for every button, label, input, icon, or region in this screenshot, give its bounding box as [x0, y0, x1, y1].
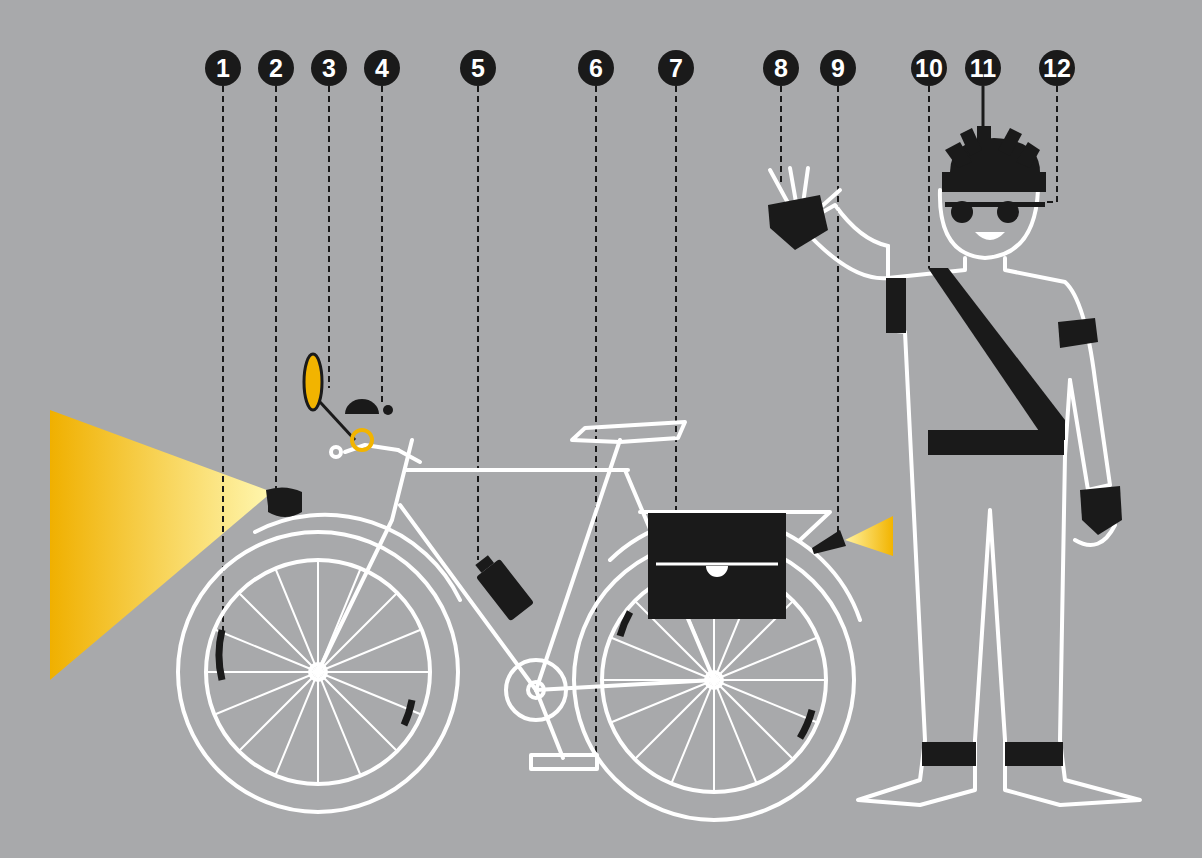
callout-number: 1: [205, 50, 241, 86]
bottle-cap: [475, 555, 494, 573]
leader-line: [837, 86, 839, 540]
seat-tube: [536, 440, 620, 690]
pedal: [531, 755, 597, 769]
fork: [318, 440, 412, 672]
callout-number: 10: [911, 50, 947, 86]
helmet-vent: [1016, 142, 1040, 168]
sunglasses-frame: [945, 202, 1045, 207]
rear-light-beam: [845, 516, 893, 556]
leader-line: [275, 86, 277, 490]
cyclist: [770, 168, 1140, 805]
leader-line: [675, 86, 677, 515]
body-outline: [858, 246, 1140, 805]
pannier: [648, 513, 786, 619]
spoke-reflector: [620, 612, 630, 636]
ankle-band: [1005, 742, 1063, 766]
handlebar: [398, 450, 420, 462]
callout-number: 3: [311, 50, 347, 86]
rear-light: [812, 530, 846, 554]
leader-line: [780, 86, 782, 185]
head: [940, 190, 1038, 258]
callout-number: 9: [820, 50, 856, 86]
bell: [345, 399, 379, 414]
brake-lever: [331, 447, 341, 457]
callout-number: 11: [965, 50, 1001, 86]
glove: [1080, 486, 1122, 535]
leader-line: [477, 86, 479, 560]
sash: [928, 268, 1065, 440]
reflective-gear: [768, 126, 1122, 766]
down-tube: [400, 505, 536, 690]
leader-line: [928, 86, 930, 268]
pannier-clasp: [706, 566, 728, 577]
headlight: [266, 487, 302, 506]
callout-number: 6: [578, 50, 614, 86]
callout-number: 8: [763, 50, 799, 86]
leader-line: [381, 86, 383, 402]
callout-number: 5: [460, 50, 496, 86]
callout-number: 4: [364, 50, 400, 86]
spoke-reflector: [404, 700, 412, 725]
ankle-band: [922, 742, 976, 766]
reflectors: [219, 612, 812, 738]
spoke-reflector: [219, 630, 222, 680]
callout-number: 7: [658, 50, 694, 86]
water-bottle: [470, 551, 534, 621]
smile: [975, 232, 1005, 240]
bell-mount: [352, 430, 372, 450]
saddle: [572, 422, 685, 442]
armband: [1058, 318, 1098, 348]
mirror: [304, 354, 322, 410]
leader-line: [595, 86, 597, 762]
helmet: [942, 172, 1046, 192]
helmet-vent: [998, 128, 1022, 156]
glove: [768, 195, 828, 250]
pannier-flap: [656, 563, 778, 566]
crank: [536, 690, 563, 758]
leader-line: [222, 86, 224, 635]
helmet-vent: [960, 128, 982, 156]
leader-line: [328, 86, 330, 388]
bicycle: [178, 422, 860, 820]
armband: [886, 278, 906, 333]
callout-number: 12: [1039, 50, 1075, 86]
top-tube: [405, 468, 628, 472]
bell-lever: [383, 405, 393, 415]
callout-number: 2: [258, 50, 294, 86]
reflective-belt: [928, 430, 1064, 455]
spoke-reflector: [800, 710, 812, 738]
